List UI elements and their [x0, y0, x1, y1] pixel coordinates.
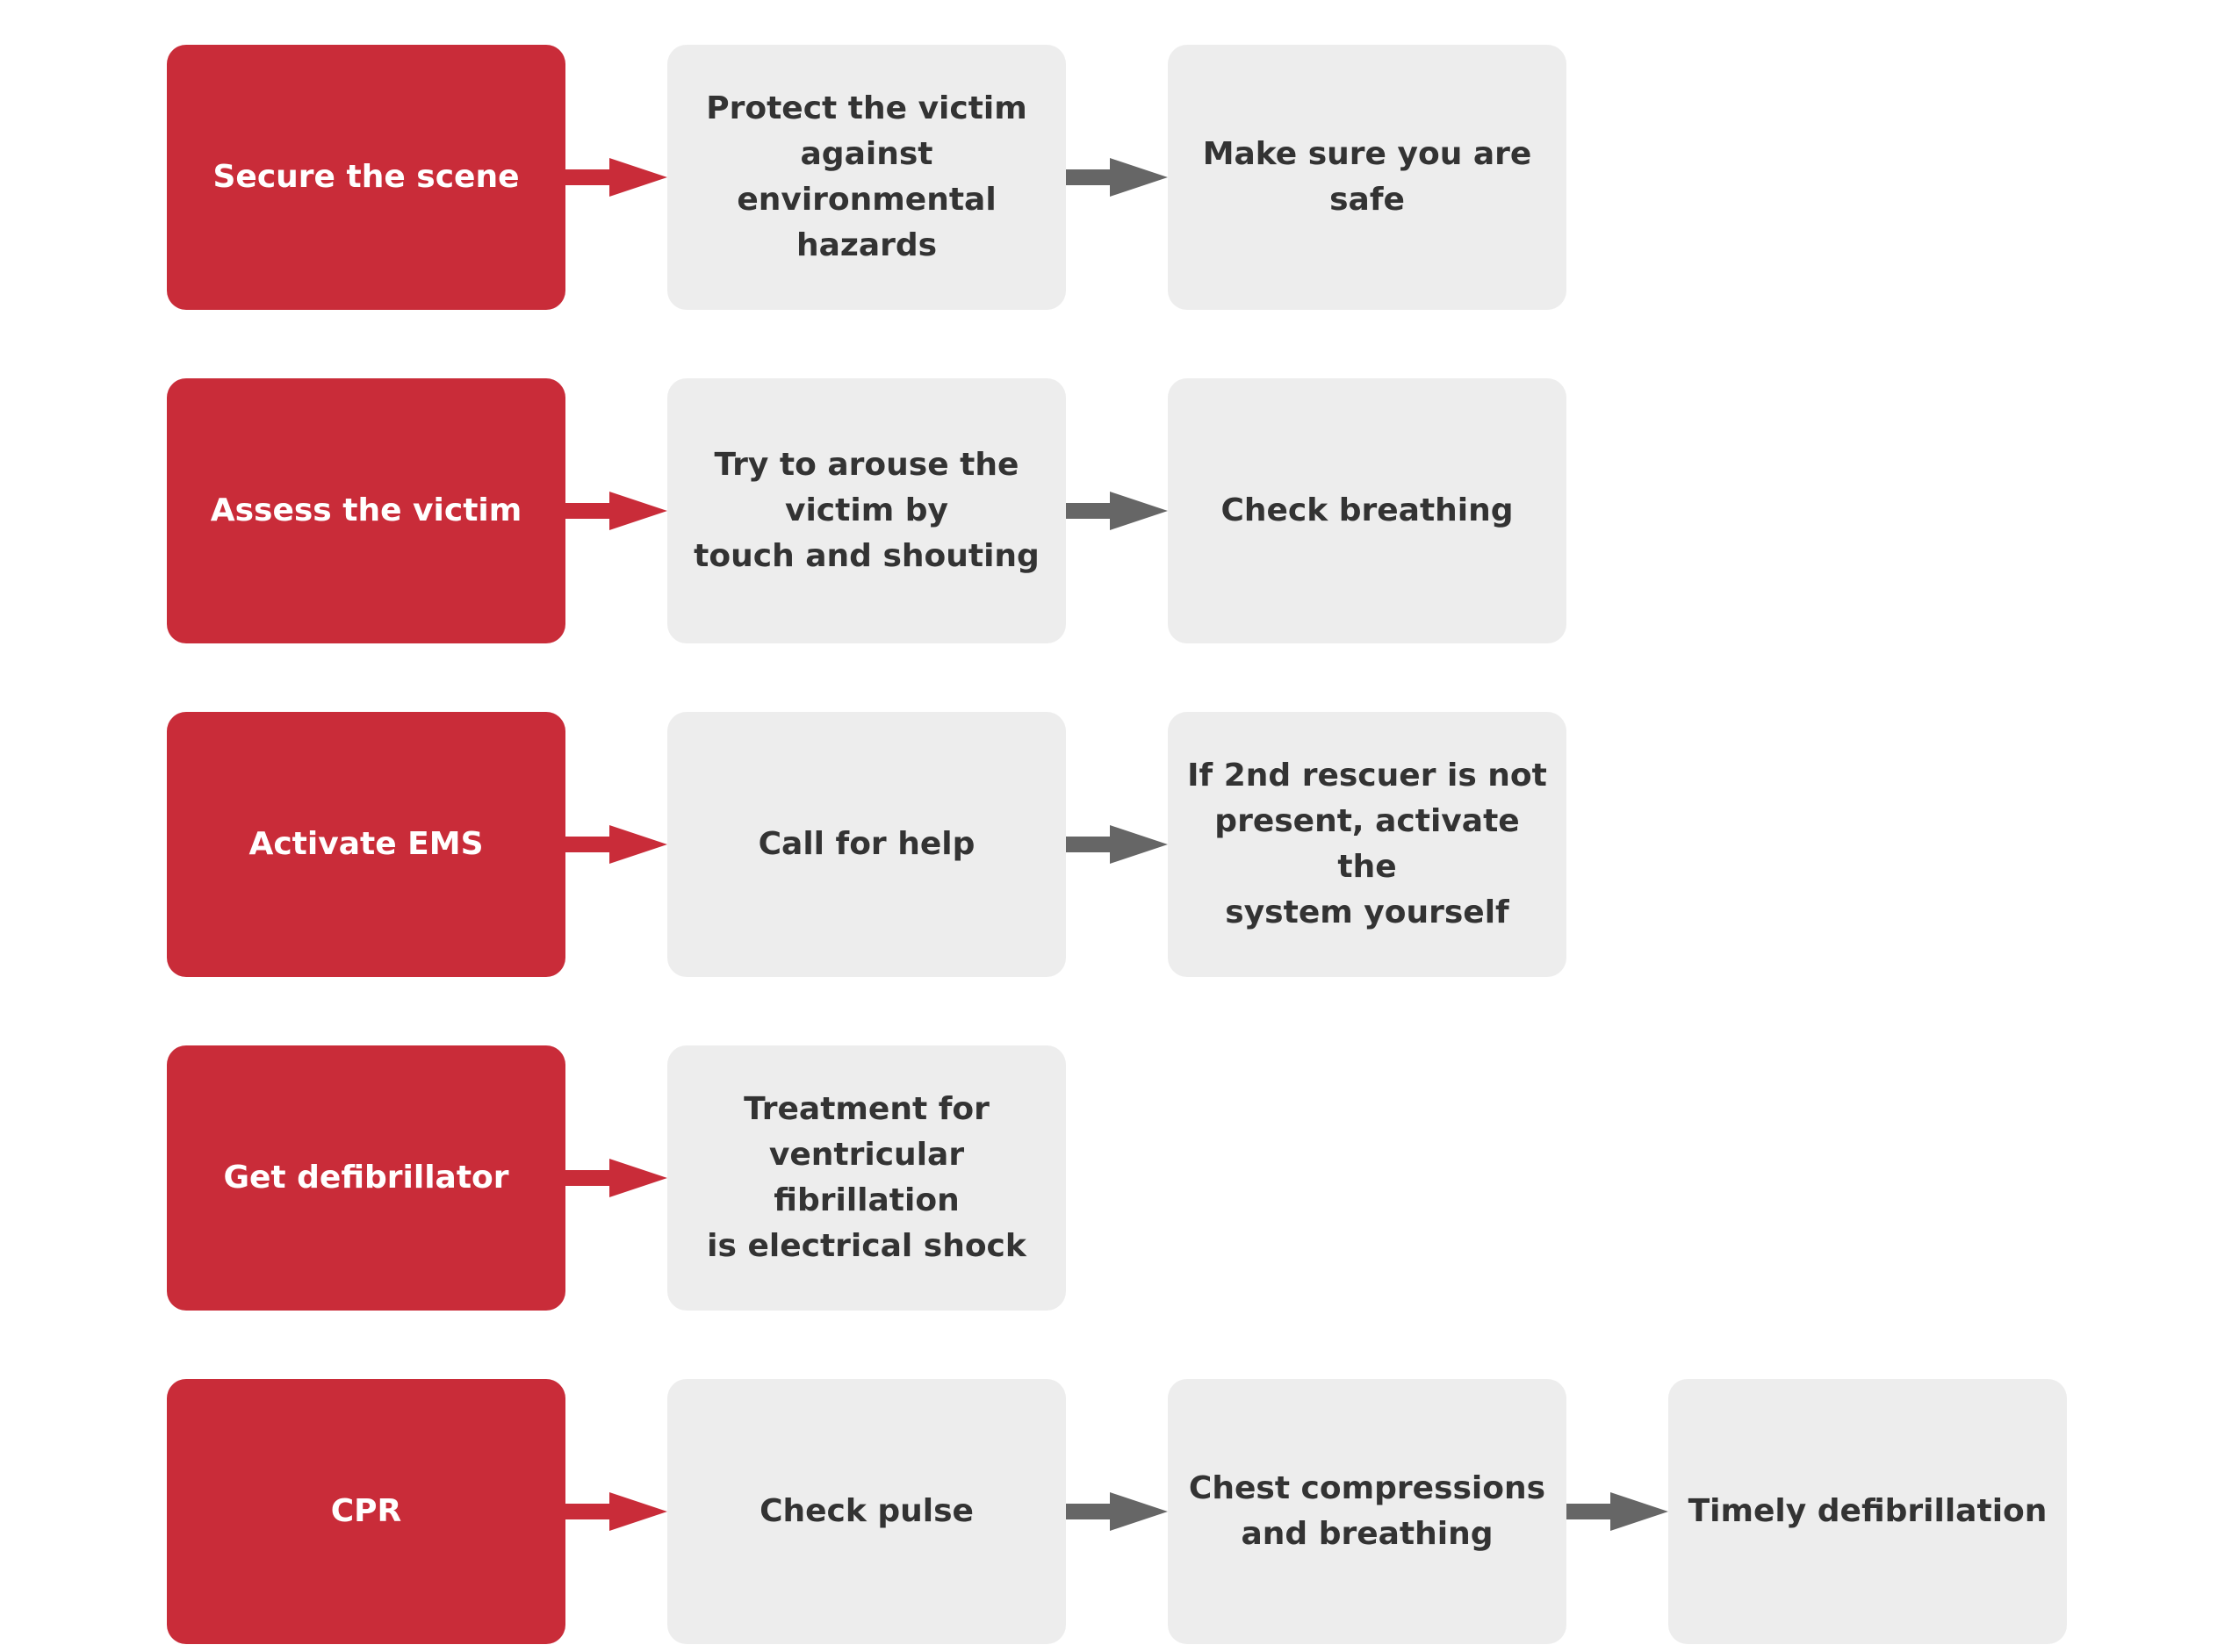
- step-3-0: Treatment for ventricular fibrillation i…: [667, 1045, 1066, 1311]
- arrow-4-1: [1066, 1492, 1168, 1531]
- step-4-0: Check pulse: [667, 1379, 1066, 1644]
- main-step-0-label: Secure the scene: [212, 159, 520, 195]
- main-step-1: Assess the victim: [167, 378, 565, 643]
- step-2-1-label: If 2nd rescuer is not present, activate …: [1187, 758, 1547, 930]
- arrow-main-3: [565, 1159, 667, 1197]
- step-0-1: Make sure you are safe: [1168, 45, 1566, 310]
- step-0-1-label: Make sure you are safe: [1202, 136, 1532, 218]
- step-3-0-label: Treatment for ventricular fibrillation i…: [707, 1091, 1026, 1264]
- arrow-main-0: [565, 158, 667, 197]
- step-1-1: Check breathing: [1168, 378, 1566, 643]
- arrow-4-2: [1566, 1492, 1668, 1531]
- step-1-0: Try to arouse the victim by touch and sh…: [667, 378, 1066, 643]
- arrow-main-4: [565, 1492, 667, 1531]
- step-4-1: Chest compressions and breathing: [1168, 1379, 1566, 1644]
- step-4-2-label: Timely defibrillation: [1688, 1493, 2048, 1529]
- step-1-0-label: Try to arouse the victim by touch and sh…: [694, 447, 1040, 574]
- arrow-2-1: [1066, 825, 1168, 864]
- main-step-3: Get defibrillator: [167, 1045, 565, 1311]
- main-step-4-label: CPR: [330, 1493, 402, 1529]
- step-2-1: If 2nd rescuer is not present, activate …: [1168, 712, 1566, 977]
- arrow-main-2: [565, 825, 667, 864]
- main-step-1-label: Assess the victim: [210, 492, 522, 528]
- step-4-1-label: Chest compressions and breathing: [1188, 1470, 1546, 1552]
- step-4-2: Timely defibrillation: [1668, 1379, 2067, 1644]
- step-4-0-label: Check pulse: [760, 1493, 974, 1529]
- step-2-0-label: Call for help: [758, 826, 976, 862]
- step-0-0: Protect the victim against environmental…: [667, 45, 1066, 310]
- main-step-2: Activate EMS: [167, 712, 565, 977]
- step-2-0: Call for help: [667, 712, 1066, 977]
- arrow-0-1: [1066, 158, 1168, 197]
- step-0-0-label: Protect the victim against environmental…: [706, 90, 1027, 263]
- main-step-4: CPR: [167, 1379, 565, 1644]
- main-step-0: Secure the scene: [167, 45, 565, 310]
- main-step-3-label: Get defibrillator: [223, 1160, 509, 1196]
- arrow-main-1: [565, 492, 667, 530]
- main-step-2-label: Activate EMS: [248, 826, 484, 862]
- arrow-1-1: [1066, 492, 1168, 530]
- step-1-1-label: Check breathing: [1220, 492, 1514, 528]
